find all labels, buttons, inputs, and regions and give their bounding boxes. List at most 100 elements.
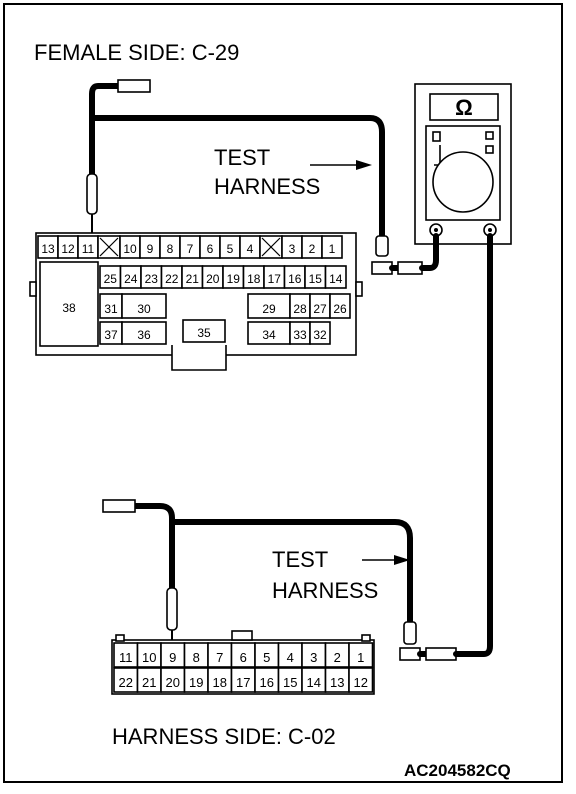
pin-number: 12 — [354, 675, 368, 690]
pin-number: 12 — [61, 242, 75, 256]
pin-cell: 14 — [301, 667, 327, 693]
pin-cell: 10 — [119, 235, 141, 259]
pin-number: 11 — [82, 242, 95, 256]
pin-number: 6 — [240, 650, 247, 665]
pin-cell: 8 — [159, 235, 181, 259]
pin-cell: 37 — [99, 321, 123, 345]
pin-cell: 15 — [277, 667, 303, 693]
pin-cell: 36 — [121, 321, 167, 345]
pin-cell: 1 — [348, 642, 374, 668]
pin-number: 22 — [119, 675, 133, 690]
pin-cell: 9 — [160, 642, 186, 668]
pin-number: 23 — [145, 272, 159, 286]
test-harness-lower — [102, 233, 493, 661]
pin-cell: 3 — [301, 642, 327, 668]
arrow-icon — [310, 160, 372, 170]
pin-number: 33 — [293, 328, 307, 342]
pin-cell: 38 — [62, 301, 76, 315]
pin-cell: 9 — [139, 235, 161, 259]
pin-cell: 34 — [247, 321, 291, 345]
figure-frame — [3, 3, 563, 783]
pin-number: 27 — [313, 302, 327, 316]
pin-number: 3 — [310, 650, 317, 665]
pin-cell: 14 — [324, 265, 347, 289]
pin-cell: 12 — [57, 235, 79, 259]
pin-cell: 27 — [309, 293, 331, 319]
pin-cell: 17 — [263, 265, 286, 289]
pin-cell: 19 — [183, 667, 209, 693]
pin-number: 37 — [104, 328, 118, 342]
pin-cell: 23 — [140, 265, 163, 289]
pin-cell: 25 — [99, 265, 122, 289]
pin-number: 13 — [330, 675, 344, 690]
arrow-icon — [362, 555, 410, 565]
pin-cell: 13 — [37, 235, 59, 259]
pin-cell: 12 — [348, 667, 374, 693]
pin-cell: 29 — [247, 293, 291, 319]
pin-cell: 31 — [99, 293, 123, 319]
pin-cell: 6 — [199, 235, 221, 259]
pin-number: 16 — [260, 675, 274, 690]
pin-cell: 13 — [324, 667, 350, 693]
multimeter: Ω — [414, 83, 512, 245]
pin-number: 29 — [262, 302, 276, 316]
pin-cell: 19 — [222, 265, 245, 289]
pin-number: 5 — [263, 650, 270, 665]
pin-number: 4 — [287, 650, 294, 665]
pin-number: 18 — [247, 272, 261, 286]
test-harness-label-bottom-2: HARNESS — [272, 578, 378, 603]
pin-cell: 18 — [242, 265, 265, 289]
pin-number: 9 — [169, 650, 176, 665]
pin-number: 2 — [334, 650, 341, 665]
pin-cell: 5 — [254, 642, 280, 668]
pin-number: 4 — [247, 242, 254, 256]
pin-number: 35 — [197, 326, 211, 340]
test-harness-label-bottom-1: TEST — [272, 547, 328, 572]
pin-number: 7 — [216, 650, 223, 665]
test-harness-label-top-2: HARNESS — [214, 174, 320, 199]
pin-number: 38 — [62, 301, 76, 315]
pin-number: 21 — [186, 272, 200, 286]
pin-cell: 21 — [136, 667, 162, 693]
pin-cell: 2 — [324, 642, 350, 668]
pin-number: 21 — [142, 675, 156, 690]
pin-number: 25 — [104, 272, 118, 286]
pin-cell — [97, 235, 121, 259]
pin-cell: 32 — [309, 321, 331, 345]
pin-number: 32 — [313, 328, 327, 342]
pin-cell: 22 — [160, 265, 183, 289]
pin-number: 11 — [119, 650, 133, 665]
pin-cell: 6 — [230, 642, 256, 668]
pin-number: 22 — [165, 272, 179, 286]
pin-cell: 15 — [304, 265, 327, 289]
pin-cell: 3 — [281, 235, 303, 259]
pin-cell: 24 — [119, 265, 142, 289]
pin-cell: 22 — [113, 667, 139, 693]
pin-number: 36 — [137, 328, 151, 342]
pin-cell: 35 — [197, 326, 211, 340]
pin-cell: 11 — [77, 235, 99, 259]
pin-number: 6 — [207, 242, 214, 256]
pin-number: 10 — [123, 242, 137, 256]
pin-number: 20 — [166, 675, 180, 690]
pin-number: 17 — [268, 272, 282, 286]
pin-cell: 4 — [239, 235, 261, 259]
pin-number: 14 — [307, 675, 321, 690]
pin-cell: 2 — [301, 235, 323, 259]
pin-number: 3 — [289, 242, 296, 256]
pin-number: 15 — [283, 675, 297, 690]
pin-number: 2 — [309, 242, 316, 256]
ohm-symbol: Ω — [455, 95, 473, 120]
pin-cell: 17 — [230, 667, 256, 693]
pin-cell: 16 — [283, 265, 306, 289]
pin-number: 7 — [187, 242, 194, 256]
harness-side-title: HARNESS SIDE: C-02 — [112, 724, 336, 749]
pin-number: 8 — [193, 650, 200, 665]
pin-cell: 18 — [207, 667, 233, 693]
pin-cell: 20 — [160, 667, 186, 693]
pin-cell: 4 — [277, 642, 303, 668]
pin-number: 24 — [124, 272, 138, 286]
